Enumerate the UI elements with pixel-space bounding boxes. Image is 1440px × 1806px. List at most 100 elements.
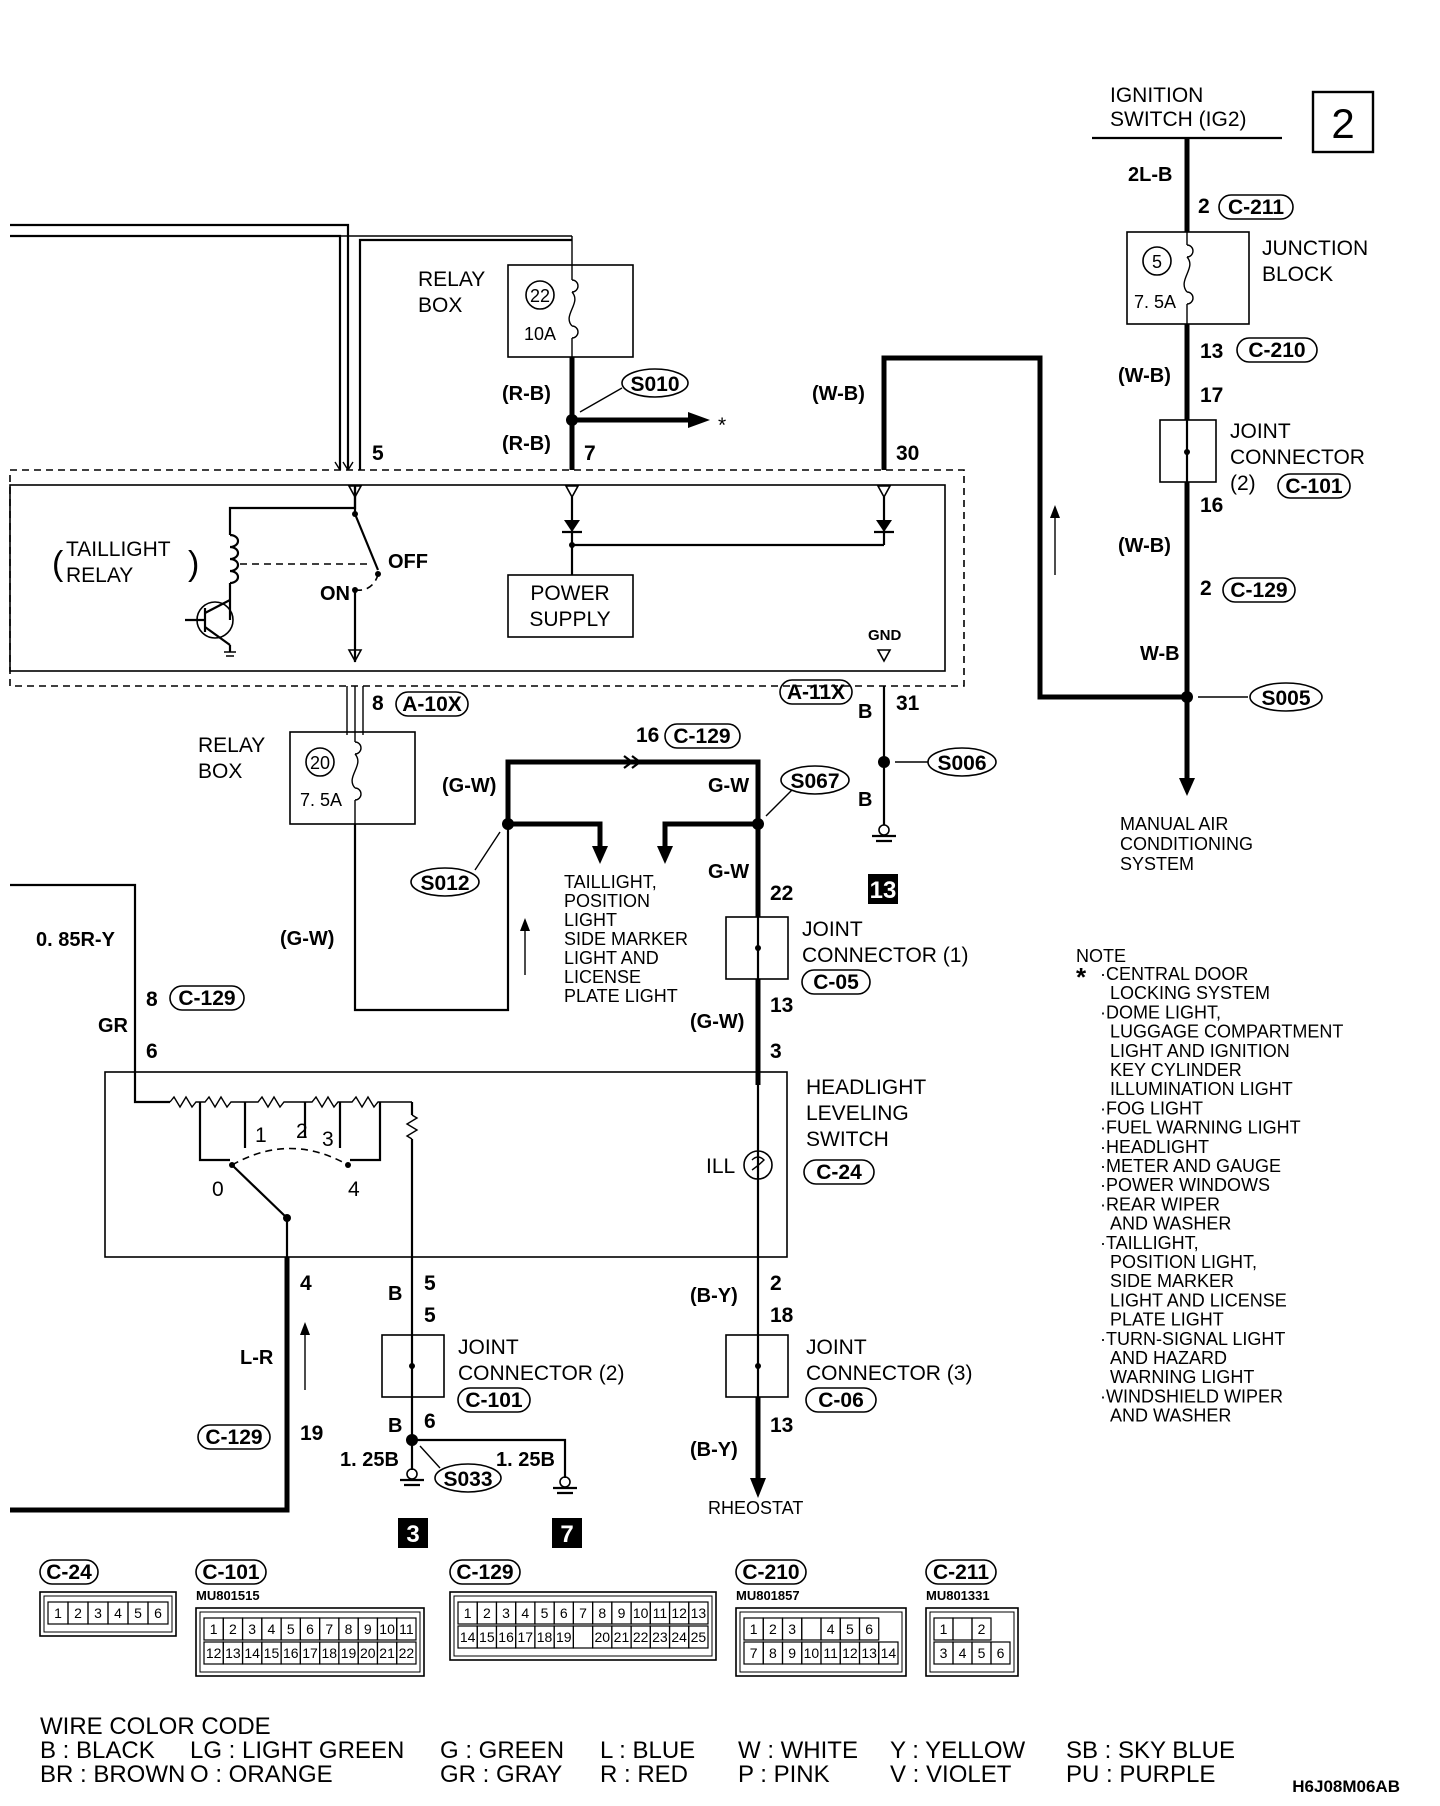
jb-l2: BLOCK [1262, 263, 1333, 286]
tag-c129-left-text: C-129 [178, 987, 235, 1010]
power-supply-frame [507, 574, 634, 638]
tag-c211 [1218, 194, 1294, 220]
gw-thick-branch-b [662, 821, 758, 850]
connector-pin-number: 2 [229, 1621, 237, 1637]
relay-off: OFF [388, 551, 428, 573]
connector-pin-number: 3 [940, 1645, 948, 1661]
wire-125b: 1. 25B [340, 1449, 399, 1471]
connector-face-code: C-24 [46, 1561, 92, 1584]
connector-pin-number: 19 [341, 1645, 357, 1661]
diode-7 [564, 520, 580, 532]
splice-s067-node [752, 818, 764, 830]
pin-4: 4 [300, 1272, 312, 1295]
ground-13-symbol [872, 834, 896, 843]
rbt-l2: BOX [418, 294, 462, 317]
ign-l1: IGNITION [1110, 84, 1203, 107]
connector-pin-number: 8 [345, 1621, 353, 1637]
connector-face-housing [195, 1607, 425, 1677]
connector-pin-number: 8 [598, 1605, 606, 1621]
current-arrow-mid-head [520, 918, 530, 931]
splice-s005: S005 [1261, 687, 1310, 710]
connector-pin-number: 13 [225, 1645, 241, 1661]
rbt-fuse-symbol [568, 236, 579, 357]
connector-pin-number: 2 [74, 1605, 82, 1621]
ac-l3: SYSTEM [1120, 854, 1194, 874]
feed-wire-5-c [358, 238, 572, 470]
connector-face-housing [925, 1607, 1019, 1677]
ill-lamp [743, 1150, 773, 1180]
wire-gw: (G-W) [442, 775, 496, 797]
connector-pin-number: 9 [618, 1605, 626, 1621]
connector-pin-number: 7 [579, 1605, 587, 1621]
wire-color-entry: GR : GRAY [440, 1761, 562, 1788]
connector-pin-number: 2 [978, 1621, 986, 1637]
connector-pin-cell [396, 1617, 417, 1641]
connector-pin-number: 12 [671, 1605, 687, 1621]
connector-face-housing [449, 1591, 717, 1661]
td-l7: PLATE LIGHT [564, 986, 678, 1006]
arrow-in-30 [876, 485, 892, 499]
connector-pin-cell [688, 1601, 709, 1625]
s012-leader [474, 831, 501, 871]
connector-pin-number: 11 [399, 1621, 414, 1637]
connector-pin-number: 8 [769, 1645, 777, 1661]
connector-pin-number: 6 [865, 1621, 873, 1637]
jb-fuse-symbol [1183, 232, 1194, 324]
connector-pin-number: 3 [788, 1621, 796, 1637]
sw-node-4 [345, 1162, 351, 1168]
junction-block-frame [1126, 231, 1250, 325]
s010-arrow [688, 412, 710, 428]
connector-face-code: C-211 [933, 1561, 989, 1584]
td-l4: SIDE MARKER [564, 929, 688, 949]
note-star: * [1076, 962, 1087, 992]
ground-ref-7-box [552, 1518, 582, 1548]
arrow-out-8 [347, 649, 363, 663]
hls-frame [104, 1071, 788, 1258]
connector-pin-number: 5 [978, 1645, 986, 1661]
wire-color-entry: BR : BROWN [40, 1761, 185, 1788]
rbb-fuse-symbol [351, 686, 362, 824]
ground-ref-13: 13 [870, 877, 897, 904]
splice-s012-node [502, 818, 514, 830]
switch-pos-1: 1 [255, 1124, 267, 1147]
connector-face-inner [43, 1595, 173, 1633]
connector-pin-number: 5 [541, 1605, 549, 1621]
ps-l1: POWER [530, 582, 609, 605]
connector-pin-number: 16 [283, 1645, 299, 1661]
jc2t-l2: CONNECTOR [1230, 446, 1365, 469]
ps-bus-node [569, 542, 575, 548]
connector-pin-number: 14 [244, 1645, 260, 1661]
connector-face-part: MU801331 [926, 1588, 990, 1603]
rheostat-label: RHEOSTAT [708, 1498, 803, 1518]
hls-l1: HEADLIGHT [806, 1076, 926, 1099]
splice-s067-oval [780, 765, 850, 795]
jc2b-l1: JOINT [458, 1336, 519, 1359]
wire-gw-left: (G-W) [280, 928, 334, 950]
jb-fuse-no: 5 [1152, 252, 1162, 272]
connector-face-part: MU801857 [736, 1588, 800, 1603]
wire-wb-plain: W-B [1140, 643, 1180, 665]
wire-color-entry: L : BLUE [600, 1737, 695, 1764]
ill-lamp-filament [751, 1156, 765, 1171]
in-arrow-5 [334, 461, 354, 471]
title-ref: 2 [1331, 100, 1354, 147]
pin-8: 8 [372, 692, 384, 715]
jc2b-l2: CONNECTOR (2) [458, 1362, 624, 1385]
connector-pin-number: 22 [633, 1629, 649, 1645]
rbb-l1: RELAY [198, 734, 265, 757]
pin-18: 18 [770, 1304, 794, 1327]
wire-color-entry: W : WHITE [738, 1737, 858, 1764]
connector-pin-number: 18 [321, 1645, 337, 1661]
connector-pin-number: 6 [997, 1645, 1005, 1661]
tag-c210 [1236, 337, 1318, 363]
